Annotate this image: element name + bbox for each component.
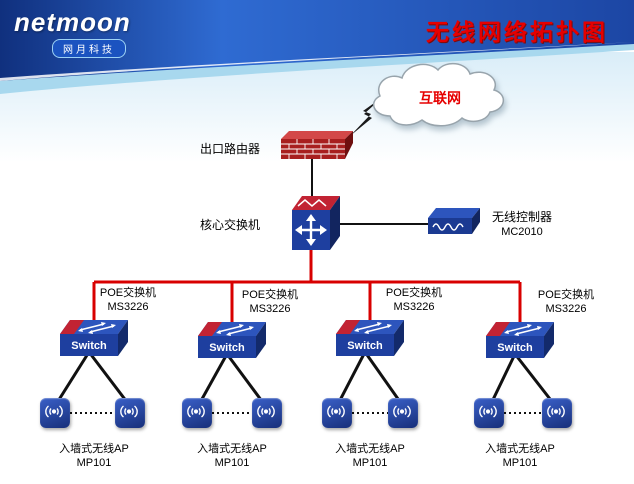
poe-switch-icon: Switch xyxy=(336,320,404,356)
ap-model-text: MP101 xyxy=(214,457,250,469)
ap-label-text: 入墙式无线AP xyxy=(335,443,405,455)
poe-switch-icon: Switch xyxy=(486,322,554,358)
ap-model-text: MP101 xyxy=(352,457,388,469)
antenna-icon xyxy=(547,405,565,418)
wireless-ap-icon xyxy=(322,398,352,428)
exit-router-label: 出口路由器 xyxy=(199,142,260,156)
wireless-ap-icon xyxy=(115,398,145,428)
ap-model-text: MP101 xyxy=(76,457,112,469)
netmoon-logo: netmoon xyxy=(14,7,131,38)
poe-switch-label: POE交换机 MS3226 xyxy=(88,286,168,314)
antenna-icon xyxy=(257,405,275,418)
ap-label-text: 入墙式无线AP xyxy=(197,443,267,455)
internet-label: 互联网 xyxy=(419,90,461,106)
poe-label-text: POE交换机 xyxy=(385,287,443,299)
poe-model-text: MS3226 xyxy=(393,301,435,313)
wireless-ap-icon xyxy=(252,398,282,428)
ap-group-label: 入墙式无线AP MP101 xyxy=(310,442,430,470)
wireless-ap-icon xyxy=(388,398,418,428)
switch-face-text: Switch xyxy=(497,342,533,354)
wireless-controller-icon xyxy=(428,208,480,234)
logo-text: netmoon xyxy=(14,7,131,37)
poe-model-text: MS3226 xyxy=(545,303,587,315)
poe-label-text: POE交换机 xyxy=(241,289,299,301)
poe-model-text: MS3226 xyxy=(249,303,291,315)
antenna-icon xyxy=(187,405,205,418)
exit-router-icon xyxy=(281,131,353,159)
poe-switch-label: POE交换机 MS3226 xyxy=(374,286,454,314)
poe-label-text: POE交换机 xyxy=(537,289,595,301)
antenna-icon xyxy=(45,405,63,418)
poe-label-text: POE交换机 xyxy=(99,287,157,299)
poe-switch-icon: Switch xyxy=(198,322,266,358)
logo-subtitle: 网月科技 xyxy=(52,39,126,58)
wireless-ap-icon xyxy=(40,398,70,428)
antenna-icon xyxy=(479,405,497,418)
controller-model: MC2010 xyxy=(501,226,543,238)
switch-face-text: Switch xyxy=(71,340,107,352)
wireless-ap-icon xyxy=(542,398,572,428)
page-title: 无线网络拓扑图 xyxy=(426,20,608,46)
ap-label-text: 入墙式无线AP xyxy=(59,443,129,455)
core-switch-icon xyxy=(292,196,340,250)
antenna-icon xyxy=(393,405,411,418)
ap-group-label: 入墙式无线AP MP101 xyxy=(172,442,292,470)
ap-group-label: 入墙式无线AP MP101 xyxy=(460,442,580,470)
antenna-icon xyxy=(120,405,138,418)
poe-model-text: MS3226 xyxy=(107,301,149,313)
poe-switch-label: POE交换机 MS3226 xyxy=(526,288,606,316)
switch-face-text: Switch xyxy=(347,340,383,352)
poe-switch-icon: Switch xyxy=(60,320,128,356)
core-switch-label: 核心交换机 xyxy=(199,218,260,232)
antenna-icon xyxy=(327,405,345,418)
controller-name: 无线控制器 xyxy=(491,210,552,224)
switch-face-text: Switch xyxy=(209,342,245,354)
ap-label-text: 入墙式无线AP xyxy=(485,443,555,455)
wireless-controller-label: 无线控制器 MC2010 xyxy=(484,210,560,239)
poe-switch-label: POE交换机 MS3226 xyxy=(230,288,310,316)
wireless-ap-icon xyxy=(182,398,212,428)
ap-group-label: 入墙式无线AP MP101 xyxy=(34,442,154,470)
ap-model-text: MP101 xyxy=(502,457,538,469)
wireless-ap-icon xyxy=(474,398,504,428)
